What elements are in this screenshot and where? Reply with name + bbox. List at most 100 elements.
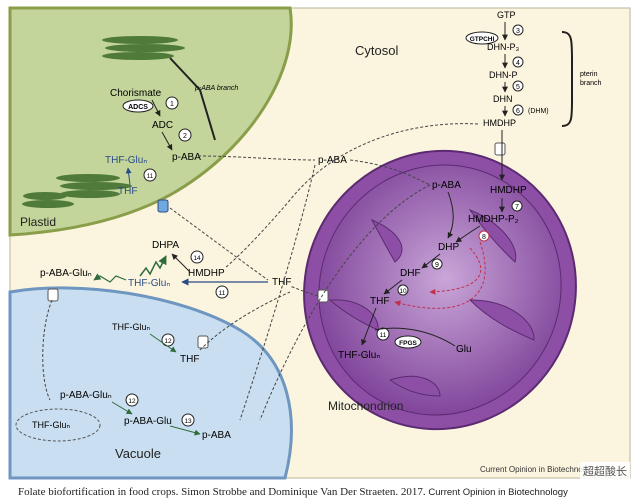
flow-hmdhp-to-vacuole bbox=[259, 184, 431, 421]
enzyme-adcs-badge bbox=[122, 99, 154, 113]
node-hmdhp-cytosol: HMDHP bbox=[483, 118, 516, 128]
step-8-badge bbox=[478, 230, 490, 242]
node-paba-cytosol: p-ABA bbox=[318, 155, 347, 166]
label-mitochondrion: Mitochondrion bbox=[328, 399, 403, 413]
step-13: 13 bbox=[184, 418, 192, 425]
node-glu: Glu bbox=[456, 344, 472, 355]
node-thf-mito: THF bbox=[370, 296, 389, 307]
node-dhf: DHF bbox=[400, 268, 421, 279]
arrow-thf-thfglun bbox=[125, 167, 132, 186]
enzyme-adcs: ADCS bbox=[128, 104, 148, 111]
label-pterin-branch-1: pterin bbox=[580, 71, 598, 78]
cristae bbox=[328, 208, 535, 397]
flow-thf-plastid-cytosol bbox=[169, 207, 269, 281]
node-thfglun-pool: THF-Gluₙ bbox=[32, 420, 70, 430]
label-pterin-branch-2: branch bbox=[580, 80, 602, 87]
arrow-paba-dhp bbox=[447, 191, 454, 239]
arrow-dhf-thf bbox=[383, 279, 403, 295]
node-dhnp: DHN-P bbox=[489, 70, 518, 80]
step-10: 10 bbox=[399, 288, 407, 295]
node-thfglun-vacuole-top: THF-Gluₙ bbox=[112, 322, 150, 332]
node-pabaglun-vacuole: p-ABA-Gluₙ bbox=[60, 390, 112, 401]
flow-vacuole-in-left bbox=[42, 299, 53, 401]
arrow-pabaglun-pabaglu bbox=[111, 401, 133, 415]
node-thfglun-mito: THF-Gluₙ bbox=[338, 350, 380, 361]
step-12-bottom: 12 bbox=[128, 398, 136, 405]
arrow-thfglun-degradation bbox=[139, 255, 167, 277]
step-6: 6 bbox=[516, 108, 520, 115]
arrow-hmdhp-dhpa bbox=[171, 253, 191, 273]
transporter-plastid bbox=[157, 199, 169, 213]
label-plastid: Plastid bbox=[20, 215, 56, 229]
arrow-chorismate-adc bbox=[151, 99, 161, 117]
arrow-adc-paba bbox=[161, 131, 173, 151]
transporter-mito-top bbox=[494, 142, 506, 156]
step-5: 5 bbox=[516, 84, 520, 91]
step-1-badge bbox=[165, 96, 179, 110]
step-2-badge bbox=[178, 128, 192, 142]
node-adc: ADC bbox=[152, 120, 173, 131]
step-4-badge bbox=[512, 56, 524, 68]
flow-paba-to-vacuole bbox=[239, 164, 316, 421]
arrow-hmdhpp2-dhp bbox=[455, 225, 481, 243]
enzyme-gtpch: GTPCHI bbox=[470, 36, 495, 43]
node-dhp: DHP bbox=[438, 242, 459, 253]
enzyme-fpgs: FPGS bbox=[399, 340, 417, 347]
node-dhn: DHN bbox=[493, 94, 513, 104]
enzyme-gtpch-badge bbox=[465, 31, 499, 45]
node-thfglun-cytosol: THF-Gluₙ bbox=[128, 278, 170, 289]
node-chorismate: Chorismate bbox=[110, 88, 162, 99]
arrow-thfglun-thf-vacuole bbox=[149, 333, 177, 353]
bracket-paba-branch bbox=[169, 57, 216, 141]
thylakoid-stack-bottom bbox=[22, 192, 74, 208]
step-1: 1 bbox=[170, 101, 174, 108]
step-11-plastid: 11 bbox=[147, 174, 154, 180]
node-paba-vacuole: p-ABA bbox=[202, 430, 231, 441]
node-paba-mito: p-ABA bbox=[432, 180, 461, 191]
node-pabaglu-vacuole: p-ABA-Glu bbox=[124, 416, 172, 427]
step-12-bottom-badge bbox=[125, 393, 139, 407]
node-gtp: GTP bbox=[497, 10, 516, 20]
label-paba-branch: p-ABA branch bbox=[194, 85, 238, 92]
step-11-cytosol-badge bbox=[215, 285, 229, 299]
step-9-badge bbox=[431, 258, 443, 270]
enzyme-fpgs-badge bbox=[394, 335, 422, 349]
node-thf-vacuole: THF bbox=[180, 354, 199, 365]
node-hmdhp-mito: HMDHP bbox=[490, 185, 527, 196]
flow-paba-plastid-cytosol bbox=[197, 155, 316, 161]
label-cytosol: Cytosol bbox=[355, 43, 398, 58]
step-4: 4 bbox=[516, 60, 520, 67]
node-hmdhp-cytosol-2: HMDHP bbox=[188, 268, 225, 279]
thylakoid-stack-mid bbox=[56, 174, 132, 198]
node-thf-plastid: THF bbox=[118, 186, 137, 197]
node-dhnp3: DHN-P₃ bbox=[487, 42, 519, 52]
step-6-badge bbox=[512, 104, 524, 116]
step-11-cytosol: 11 bbox=[219, 290, 226, 297]
journal-stamp: Current Opinion in Biotechnology bbox=[480, 465, 597, 474]
node-hmdhpp2: HMDHP-P₂ bbox=[468, 214, 519, 225]
step-14: 14 bbox=[193, 255, 201, 262]
step-2: 2 bbox=[183, 133, 187, 140]
bracket-pterin-branch bbox=[561, 31, 573, 127]
node-paba-glun-cytosol: p-ABA-Gluₙ bbox=[40, 268, 92, 279]
step-11-mito-badge bbox=[376, 327, 390, 341]
flow-hmdhp-cytosol-left bbox=[224, 123, 479, 269]
flow-vacuole-thf-out bbox=[199, 291, 291, 351]
caption-main: Folate biofortification in food crops. S… bbox=[18, 486, 426, 498]
step-11-plastid-badge bbox=[143, 168, 157, 182]
step-14-badge bbox=[190, 250, 204, 264]
vacuole-region bbox=[8, 286, 293, 480]
flow-thf-mito-cytosol bbox=[289, 285, 319, 297]
enzyme-dhm: (DHM) bbox=[528, 108, 549, 115]
step-3-badge bbox=[512, 24, 524, 36]
vacuole-thf-pool bbox=[15, 408, 101, 442]
step-3: 3 bbox=[516, 28, 520, 35]
arrow-dhp-dhf bbox=[421, 253, 441, 269]
node-dhpa: DHPA bbox=[152, 240, 179, 251]
node-paba-plastid: p-ABA bbox=[172, 152, 201, 163]
caption-journal: Current Opinion in Biotechnology bbox=[428, 487, 568, 498]
step-7: 7 bbox=[515, 204, 519, 211]
step-11-mito: 11 bbox=[380, 332, 387, 339]
step-5-badge bbox=[512, 80, 524, 92]
